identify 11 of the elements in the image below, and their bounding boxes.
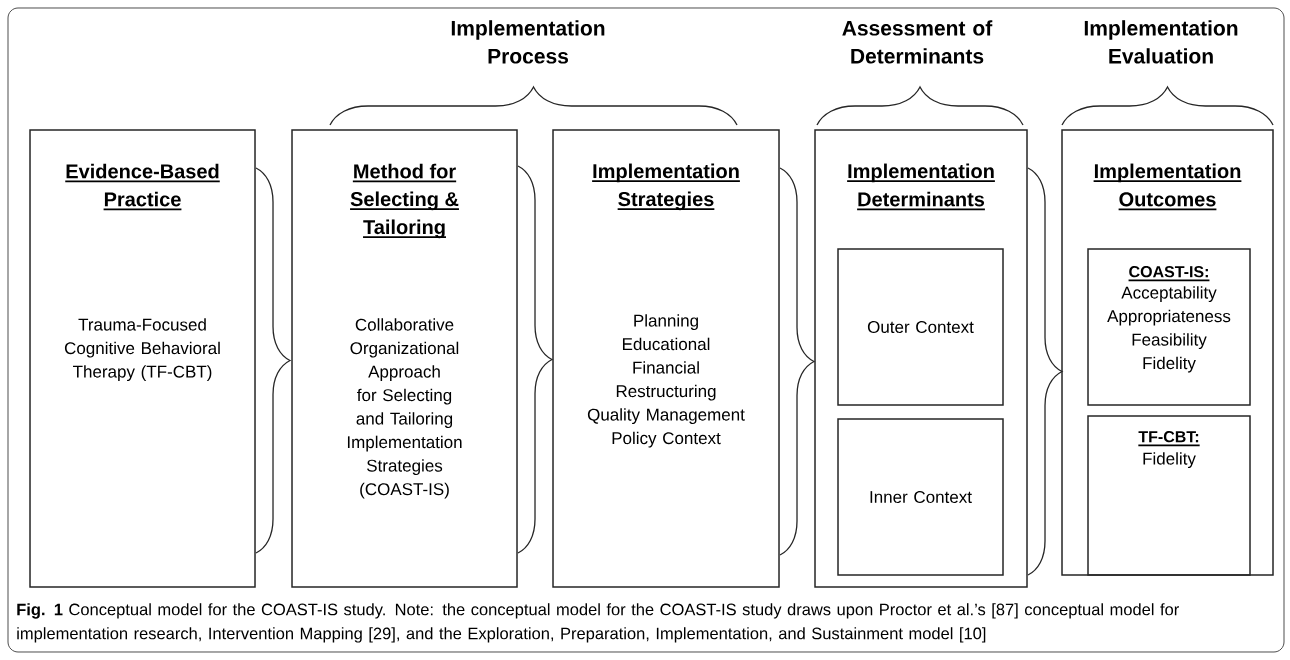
- column-box: Implementation Strategies Planning Educational Financial Restructuring Quality Management Policy Context: [552, 129, 780, 588]
- group-heading: Assessment of Determinants: [842, 20, 993, 64]
- column-box: Method for Selecting & Tailoring Collaborative Organizational Approach for Selecting and Tailoring Implementation Strategies (COAST-IS): [291, 129, 518, 588]
- inner-box: COAST-IS: Acceptability Appropriateness Feasibility Fidelity: [1087, 248, 1251, 406]
- group-heading: Implementation Process: [451, 20, 605, 64]
- group-heading: Implementation Evaluation: [1084, 20, 1238, 64]
- column-box: Evidence-Based Practice Trauma-Focused Cognitive Behavioral Therapy (TF-CBT): [29, 129, 256, 588]
- inner-box: TF-CBT: Fidelity: [1087, 415, 1251, 576]
- caption: Fig. 1 Conceptual model for the COAST-IS study. Note: the conceptual model for the COAST-IS study draws upon Proctor et al.’s [87] conceptual model for implementation research, Intervention Mapping [29], and the Exploration, Preparation, Implementation, and Sustainment model [10]: [17, 603, 1179, 643]
- inner-box: Outer Context: [837, 248, 1004, 406]
- inner-box: Inner Context: [837, 418, 1004, 576]
